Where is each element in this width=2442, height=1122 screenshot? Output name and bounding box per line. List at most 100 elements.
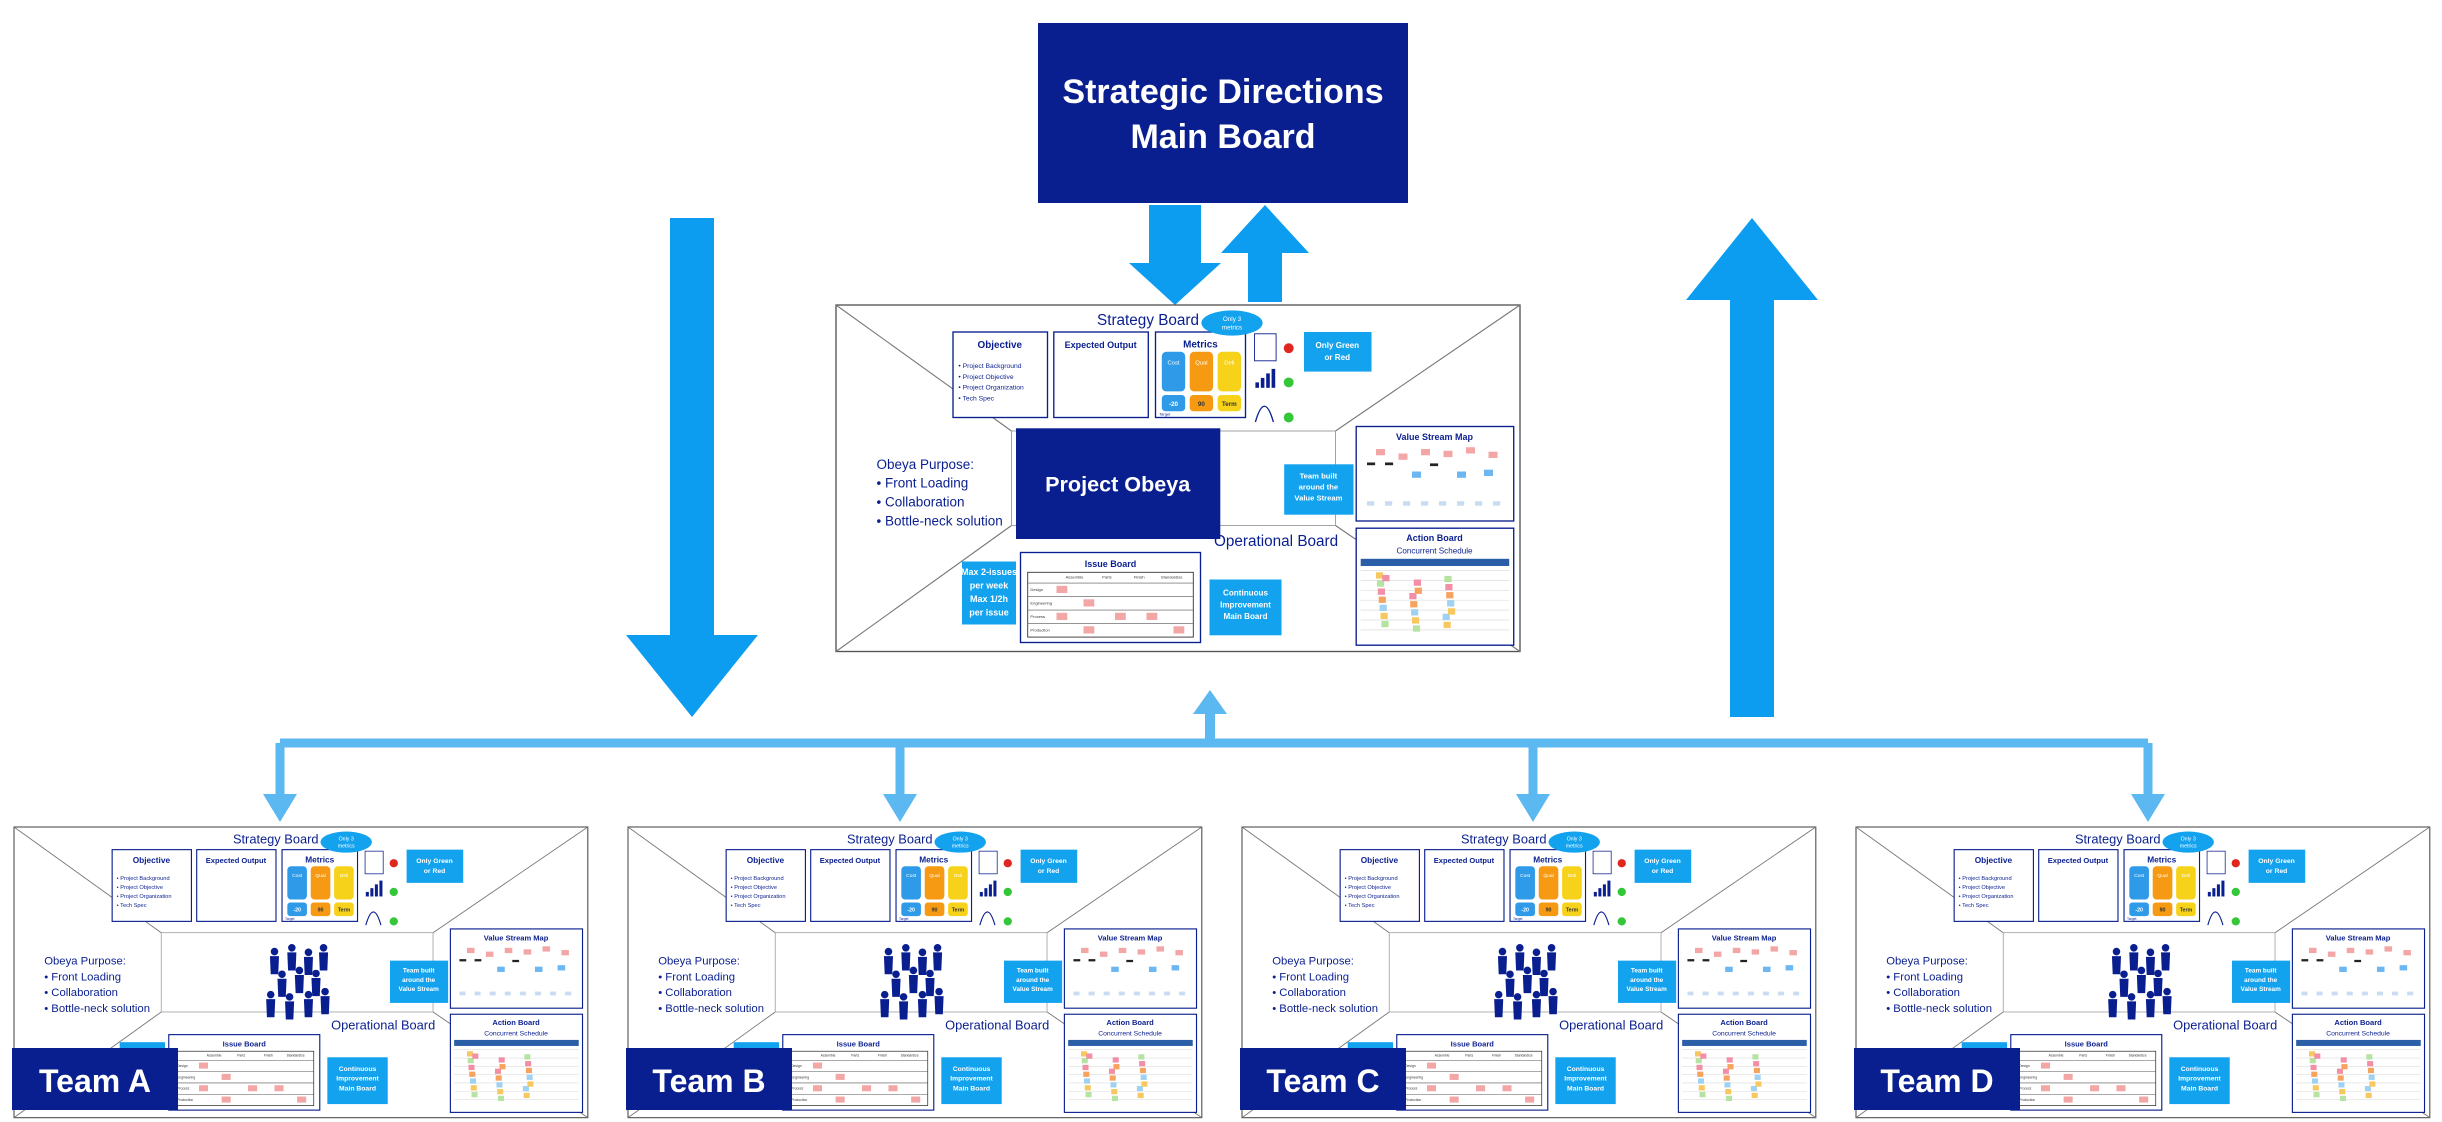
- metric-2-value-bg: [334, 902, 354, 917]
- person-body: [1547, 952, 1557, 971]
- issue-column-label: Parts: [1465, 1054, 1473, 1058]
- action-sticky: [1447, 600, 1455, 607]
- issue-card: [274, 1085, 284, 1092]
- person-head: [2112, 947, 2121, 956]
- callout-text: Team built: [2245, 968, 2277, 975]
- person-body: [2136, 974, 2146, 994]
- purpose-title: Obeya Purpose:: [877, 457, 975, 472]
- purpose-item: • Bottle-neck solution: [877, 514, 1003, 529]
- issue-row-label: Process: [2019, 1087, 2032, 1091]
- green-status-dot: [1617, 887, 1626, 897]
- only-green-red-callout: [406, 849, 464, 883]
- metric-1-value-bg: [1538, 902, 1559, 917]
- bubble-text: Only 3: [1567, 837, 1582, 843]
- operational-board-label: Operational Board: [1559, 1017, 1663, 1032]
- objective-item: • Project Organization: [1959, 894, 2014, 900]
- issue-column-label: Assemble: [207, 1054, 222, 1058]
- issue-column-label: Finish: [878, 1054, 887, 1058]
- vsm-card: [485, 951, 494, 957]
- green-status-dot: [1283, 377, 1294, 388]
- action-sticky: [1695, 1058, 1702, 1064]
- person-head: [1547, 944, 1556, 952]
- objective-box: [1953, 849, 2034, 922]
- callout-text: Value Stream: [2241, 986, 2282, 993]
- callout-text: per issue: [969, 608, 1009, 618]
- callout-text: Only Green: [1644, 858, 1681, 865]
- vsm-card: [1484, 469, 1493, 476]
- issue-card: [888, 1085, 898, 1092]
- vsm-card: [1789, 950, 1797, 956]
- bar-icon: [1607, 880, 1611, 897]
- vsm-footer-cell: [1457, 501, 1465, 506]
- action-sticky: [1751, 1092, 1758, 1099]
- metric-0-value-bg: [2129, 902, 2149, 917]
- team-label-box-1: [626, 1048, 792, 1110]
- metric-label: Cost: [2134, 873, 2145, 879]
- vsm-footer-cell: [1118, 991, 1125, 996]
- metric-value: Term: [1566, 908, 1579, 914]
- action-sticky: [2340, 1057, 2347, 1063]
- team-built-callout: [389, 960, 449, 1003]
- action-sticky: [468, 1064, 475, 1071]
- person-body: [1494, 999, 1504, 1018]
- metric-label: Cost: [906, 873, 917, 879]
- green-status-dot: [1617, 917, 1626, 926]
- expected-output-title: Expected Output: [2048, 856, 2109, 865]
- action-board-subtitle: Concurrent Schedule: [1098, 1030, 1162, 1037]
- bubble-text: Only 3: [1223, 316, 1242, 323]
- metric-value: -20: [293, 908, 301, 914]
- metrics-title: Metrics: [1533, 854, 1562, 864]
- operational-board-label: Operational Board: [331, 1017, 435, 1032]
- objective-title: Objective: [978, 340, 1023, 351]
- issue-card: [1426, 1085, 1437, 1092]
- objective-item: • Project Objective: [1959, 885, 2005, 891]
- person-head: [918, 948, 927, 957]
- issue-card: [1426, 1062, 1437, 1069]
- action-sticky: [1750, 1085, 1757, 1092]
- purpose-item: • Bottle-neck solution: [1272, 1003, 1378, 1015]
- callout-text: around the: [2244, 977, 2278, 984]
- callout-text: Continuous: [2181, 1066, 2219, 1073]
- objective-box: [725, 849, 806, 922]
- metric-1-value-bg: [2152, 902, 2173, 917]
- issue-board-box: [2010, 1034, 2163, 1111]
- vsm-card: [1376, 449, 1385, 456]
- vsm-footer-cell: [534, 991, 541, 996]
- issue-card: [1525, 1096, 1535, 1103]
- action-sticky: [1110, 1082, 1117, 1088]
- action-sticky: [497, 1095, 504, 1102]
- action-sticky: [2367, 1067, 2374, 1074]
- action-sticky: [2336, 1068, 2343, 1074]
- callout-text: Improvement: [336, 1076, 379, 1083]
- expected-output-title: Expected Output: [1065, 340, 1137, 350]
- bar-icon: [984, 888, 988, 897]
- project-obeya-title: Project Obeya: [1045, 471, 1191, 496]
- issue-row-label: Engineering: [791, 1075, 809, 1079]
- value-stream-map-title: Value Stream Map: [2326, 933, 2391, 942]
- person-head: [270, 947, 279, 956]
- issue-card: [1115, 612, 1126, 620]
- action-sticky: [2364, 1085, 2371, 1092]
- action-sticky: [2312, 1085, 2319, 1091]
- ci-board-callout: [941, 1057, 1002, 1105]
- vsm-card: [1443, 450, 1453, 458]
- action-sticky: [1448, 608, 1456, 615]
- vsm-card: [2365, 949, 2374, 955]
- callout-text: Main Board: [339, 1085, 376, 1092]
- objective-title: Objective: [747, 855, 785, 865]
- person-head: [2120, 970, 2128, 978]
- action-sticky: [1697, 1071, 1704, 1077]
- document-icon: [1592, 850, 1612, 875]
- person-head: [1549, 987, 1557, 996]
- callout-text: Improvement: [1564, 1076, 1607, 1083]
- vsm-footer-cell: [519, 991, 526, 996]
- issue-row-label: Design: [791, 1064, 802, 1068]
- person-body: [1505, 978, 1515, 997]
- value-stream-map-title: Value Stream Map: [1396, 432, 1474, 442]
- action-board-header: [454, 1039, 579, 1046]
- expected-output-title: Expected Output: [206, 856, 267, 865]
- action-sticky: [522, 1085, 529, 1092]
